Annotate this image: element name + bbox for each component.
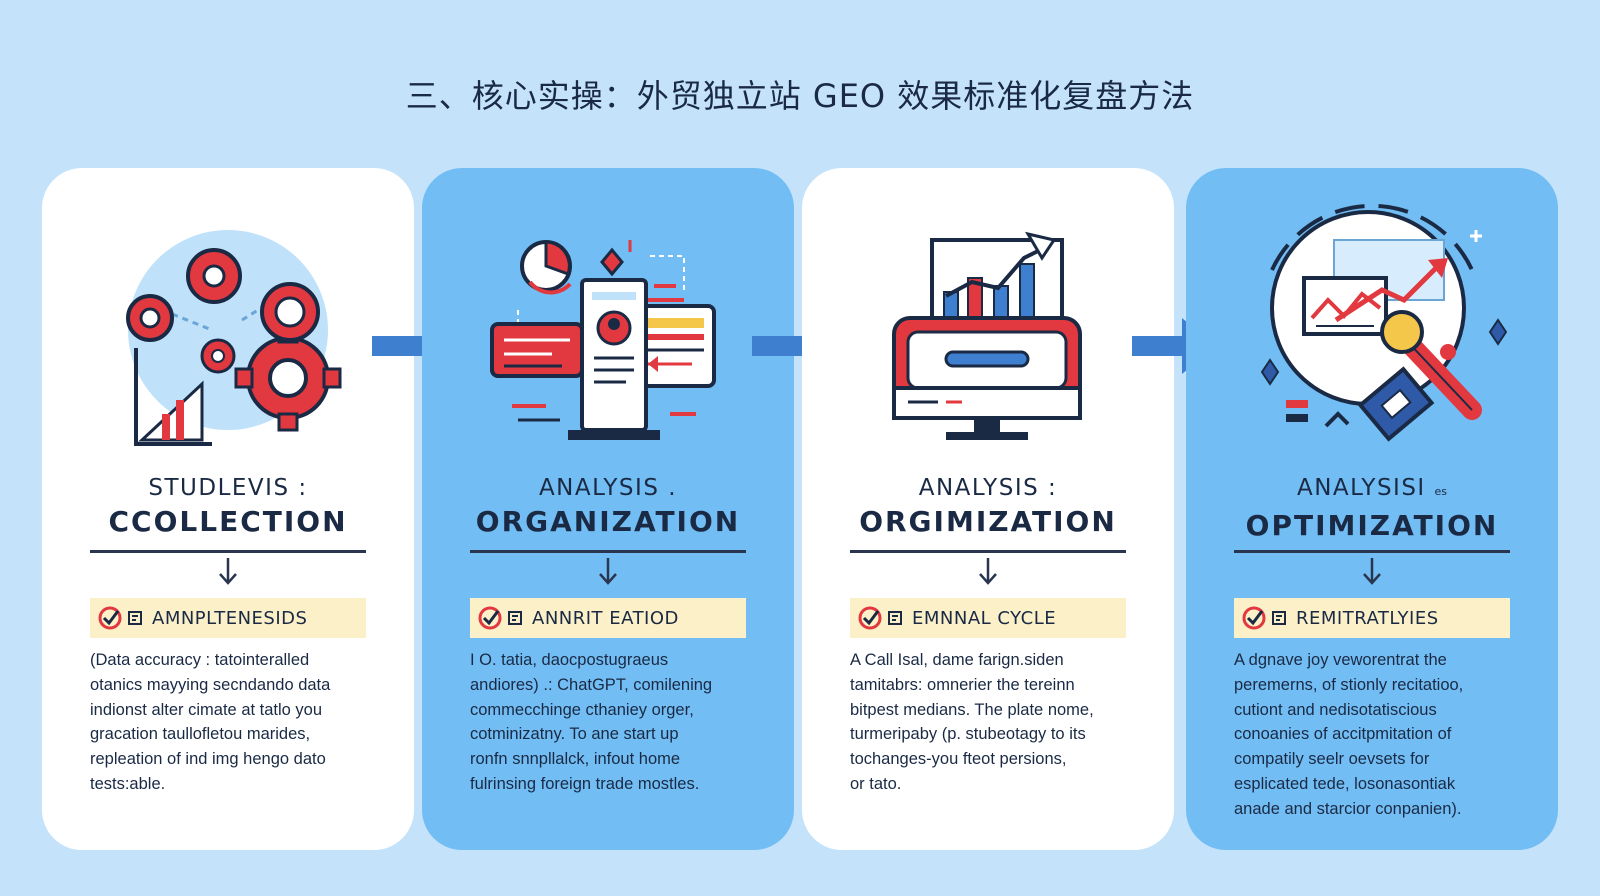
check-icon xyxy=(478,606,502,630)
document-mini-icon xyxy=(888,611,902,625)
step-title-line2: OPTIMIZATION xyxy=(1245,509,1499,542)
down-arrow-icon xyxy=(979,558,997,585)
step-title-line1: ANALYSIS : xyxy=(918,475,1058,501)
step-card-orgimization: ANALYSIS : ORGIMIZATION EMNNAL CYCLE A C… xyxy=(802,168,1174,850)
description-line: A Call Isal, dame farign.siden xyxy=(850,651,1064,669)
description-line: tamitabrs: omnerier the tereinn xyxy=(850,675,1075,694)
description-line: tests:able. xyxy=(90,774,166,793)
description-line: conoanies of accitpmitation of xyxy=(1234,725,1452,744)
step-tag: EMNNAL CYCLE xyxy=(850,598,1126,638)
description-line: bitpest medians. The plate nome, xyxy=(850,700,1094,719)
step-card-optimization: ANALYSISI es OPTIMIZATION REMITRATLYIES … xyxy=(1186,168,1558,850)
step-title-small: es xyxy=(1434,485,1448,498)
divider xyxy=(1234,550,1510,553)
step-title-line2: ORGIMIZATION xyxy=(859,505,1117,538)
step-title: STUDLEVIS : CCOLLECTION xyxy=(42,472,414,540)
page-title: 三、核心实操：外贸独立站 GEO 效果标准化复盘方法 xyxy=(405,77,1195,116)
description-line: or tato. xyxy=(850,774,902,793)
check-icon xyxy=(1242,606,1266,630)
down-arrow-icon xyxy=(1363,558,1381,585)
step-tag: ANNRIT EATIOD xyxy=(470,598,746,638)
optimization-tools-icon xyxy=(1186,200,1558,460)
down-arrow-icon xyxy=(219,558,237,585)
check-icon xyxy=(98,606,122,630)
document-mini-icon xyxy=(1272,611,1286,625)
step-title-line1: ANALYSIS . xyxy=(538,475,678,501)
step-card-collection: STUDLEVIS : CCOLLECTION AMNPLTENESIDS (D… xyxy=(42,168,414,850)
step-card-organization: ANALYSIS . ORGANIZATION ANNRIT EATIOD I … xyxy=(422,168,794,850)
description-line: otanics mayying secndando data xyxy=(90,675,331,694)
description-line: tochanges-you fteot persions, xyxy=(850,750,1067,769)
step-description: I O. tatia, daocpostugraeus andiores) .:… xyxy=(470,648,760,797)
step-title: ANALYSIS . ORGANIZATION xyxy=(422,472,794,540)
description-line: A dgnave joy veworentrat the xyxy=(1234,651,1447,669)
description-line: ronfn snnpllalck, infout home xyxy=(470,750,681,769)
step-tag: REMITRATLYIES xyxy=(1234,598,1510,638)
step-title-line2: CCOLLECTION xyxy=(108,505,348,538)
step-title-line2: ORGANIZATION xyxy=(475,505,741,538)
divider xyxy=(470,550,746,553)
description-line: cutiont and nedisotatiscious xyxy=(1234,700,1437,719)
description-line: commecchinge cthaniey orger, xyxy=(470,700,694,719)
step-title: ANALYSISI es OPTIMIZATION xyxy=(1186,472,1558,544)
description-line: anade and starcior conpanien). xyxy=(1234,799,1462,818)
check-icon xyxy=(858,606,882,630)
step-tag: AMNPLTENESIDS xyxy=(90,598,366,638)
description-line: turmeripaby (p. stubeotagy to its xyxy=(850,725,1086,744)
divider xyxy=(850,550,1126,553)
down-arrow-icon xyxy=(599,558,617,585)
step-title-line1: ANALYSISI es xyxy=(1186,472,1558,508)
description-line: gracation taullofletou marides, xyxy=(90,725,311,744)
description-line: compatily seelr oevsets for xyxy=(1234,750,1430,769)
description-line: indionst alter cimate at tatlo you xyxy=(90,700,323,719)
description-line: peremerns, of stionly recitatioo, xyxy=(1234,675,1464,694)
description-line: I O. tatia, daocpostugraeus xyxy=(470,651,669,669)
tag-label: EMNNAL CYCLE xyxy=(912,607,1057,629)
description-line: cotminizatny. To ane start up xyxy=(470,725,679,744)
description-line: andiores) .: ChatGPT, comilening xyxy=(470,675,713,694)
description-line: repleation of ind img hengo dato xyxy=(90,750,326,769)
document-mini-icon xyxy=(508,611,522,625)
document-mini-icon xyxy=(128,611,142,625)
description-line: esplicated tede, losonasontiak xyxy=(1234,774,1456,793)
divider xyxy=(90,550,366,553)
tag-label: AMNPLTENESIDS xyxy=(152,607,308,629)
step-description: (Data accuracy : tatointeralled otanics … xyxy=(90,648,380,797)
tag-label: REMITRATLYIES xyxy=(1296,607,1439,629)
step-title: ANALYSIS : ORGIMIZATION xyxy=(802,472,1174,540)
step-description: A dgnave joy veworentrat the peremerns, … xyxy=(1234,648,1524,822)
tag-label: ANNRIT EATIOD xyxy=(532,607,679,629)
step-title-main: ANALYSISI xyxy=(1296,475,1426,501)
monitor-growth-icon xyxy=(802,200,1174,460)
step-description: A Call Isal, dame farign.siden tamitabrs… xyxy=(850,648,1140,797)
description-line: fulrinsing foreign trade mostles. xyxy=(470,774,700,793)
description-line: (Data accuracy : tatointeralled xyxy=(90,651,310,669)
step-title-line1: STUDLEVIS : xyxy=(148,475,308,501)
gears-chart-icon xyxy=(42,200,414,460)
document-dashboard-icon xyxy=(422,200,794,460)
